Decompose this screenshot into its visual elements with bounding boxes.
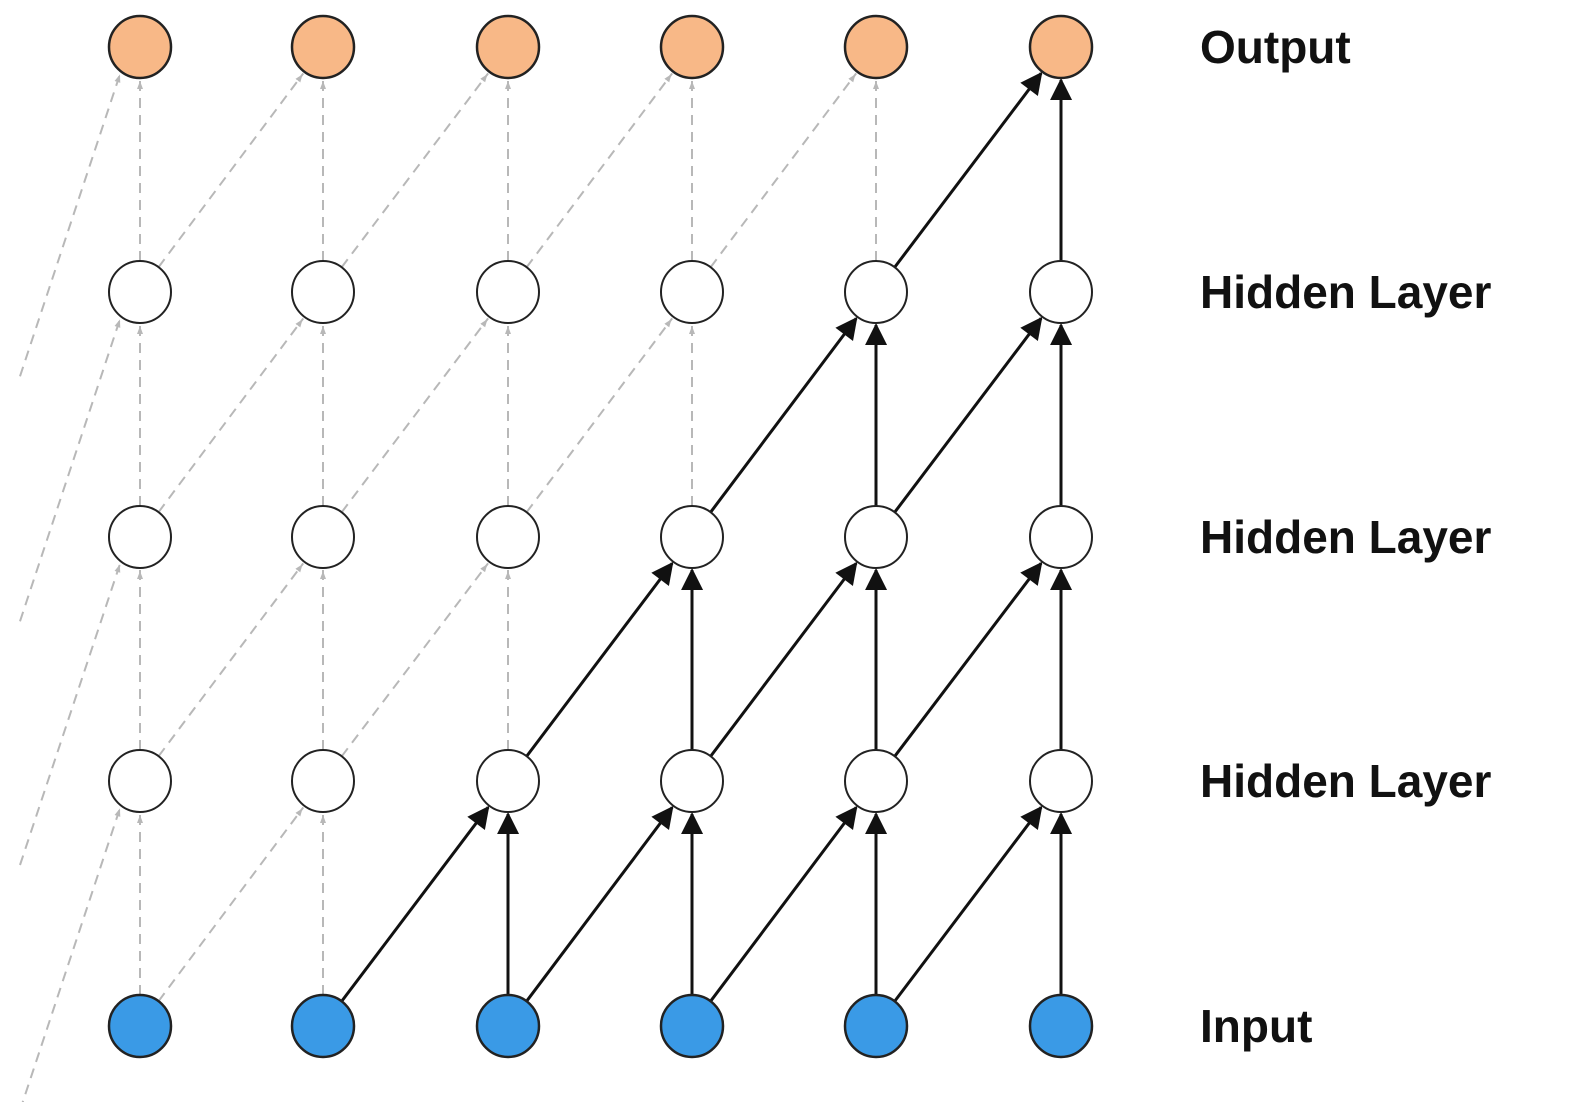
hidden-layer-label: Hidden Layer [1200,511,1492,563]
output-layer-label: Output [1200,21,1351,73]
hidden-node [660,260,724,324]
inactive-diagonal-edge [157,317,305,513]
inactive-incoming-edge [21,807,122,1102]
active-diagonal-edge [893,805,1043,1003]
active-diagonal-edge [709,805,858,1003]
input-node [107,993,173,1059]
output-node [290,14,356,80]
output-node [475,14,541,80]
hidden-node [108,505,172,569]
hidden-node [844,260,908,324]
inactive-incoming-edge [19,318,122,622]
inactive-diagonal-edge [340,562,489,757]
hidden-layer-label: Hidden Layer [1200,755,1492,807]
inactive-diagonal-edge [709,72,857,268]
hidden-node [476,505,540,569]
active-diagonal-edge [709,316,858,514]
active-diagonal-edge [893,561,1043,758]
inactive-diagonal-edge [340,317,489,513]
active-diagonal-edge [709,561,858,758]
active-diagonal-edge [525,561,674,758]
input-layer-label: Input [1200,1000,1313,1052]
input-node [659,993,725,1059]
active-connections [340,71,1073,1003]
input-node [475,993,541,1059]
hidden-node [1029,505,1093,569]
output-node [1028,14,1094,80]
input-node [290,993,356,1059]
inactive-diagonal-edge [157,562,305,757]
active-diagonal-edge [893,71,1043,269]
output-node [107,14,173,80]
hidden-node [844,505,908,569]
input-node [1028,993,1094,1059]
hidden-node [844,749,908,813]
hidden-node [291,260,355,324]
inactive-diagonal-edge [525,317,673,513]
inactive-diagonal-edge [157,806,305,1002]
active-diagonal-edge [525,805,674,1003]
hidden-node [108,749,172,813]
inactive-incoming-edge [19,73,122,377]
input-node [843,993,909,1059]
hidden-layer-label: Hidden Layer [1200,266,1492,318]
network-nodes [107,14,1094,1059]
active-diagonal-edge [340,805,490,1003]
hidden-node [660,505,724,569]
hidden-node [291,749,355,813]
hidden-node [1029,749,1093,813]
output-node [659,14,725,80]
hidden-node [476,749,540,813]
active-diagonal-edge [893,316,1043,514]
hidden-node [660,749,724,813]
inactive-connections [19,72,879,1102]
hidden-node [108,260,172,324]
inactive-diagonal-edge [340,72,489,268]
inactive-diagonal-edge [525,72,673,268]
hidden-node [291,505,355,569]
hidden-node [476,260,540,324]
inactive-diagonal-edge [157,72,305,268]
hidden-node [1029,260,1093,324]
inactive-incoming-edge [19,563,122,866]
output-node [843,14,909,80]
